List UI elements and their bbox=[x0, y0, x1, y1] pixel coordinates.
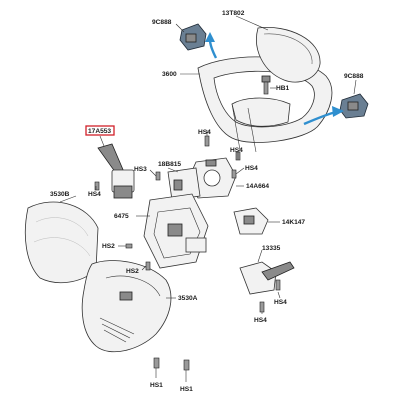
screw-hs2-a bbox=[125, 243, 133, 249]
connector-14k147 bbox=[233, 207, 269, 235]
leader-lines bbox=[59, 15, 357, 382]
label-6475: 6475 bbox=[114, 213, 129, 220]
label-hs4-e: HS4 bbox=[274, 299, 287, 306]
screw-hs4-f bbox=[259, 301, 265, 313]
upper-shroud-3530b bbox=[24, 201, 99, 284]
label-3530b: 3530B bbox=[50, 191, 70, 198]
lower-shroud-3530a bbox=[81, 260, 172, 353]
arrow-head-right bbox=[332, 106, 344, 117]
label-14a664: 14A664 bbox=[246, 183, 269, 190]
steering-column-6475 bbox=[143, 193, 209, 269]
label-17a553: 17A553 bbox=[88, 128, 111, 135]
screw-hs4-d bbox=[231, 169, 237, 179]
column-switch-18b815 bbox=[167, 167, 201, 201]
screw-hs1-a bbox=[153, 357, 160, 369]
label-9c888-right: 9C888 bbox=[344, 73, 364, 80]
label-hb1: HB1 bbox=[276, 85, 290, 92]
switch-9c888-top bbox=[179, 23, 207, 51]
label-hs4-f: HS4 bbox=[254, 317, 267, 324]
arrow-head-top bbox=[205, 32, 215, 42]
airbag-module bbox=[256, 26, 321, 83]
label-hs4-c: HS4 bbox=[230, 147, 243, 154]
label-hs1-b: HS1 bbox=[180, 386, 193, 393]
label-14k147: 14K147 bbox=[282, 219, 305, 226]
label-hs1-a: HS1 bbox=[150, 382, 163, 389]
arrow-to-9c888-top bbox=[208, 39, 218, 59]
label-hs2-b: HS2 bbox=[126, 268, 139, 275]
label-3530a: 3530A bbox=[178, 295, 198, 302]
label-hs4-b: HS4 bbox=[198, 129, 211, 136]
screw-hs4-b bbox=[204, 135, 210, 147]
screw-hs3 bbox=[155, 171, 161, 181]
switch-13335 bbox=[239, 261, 295, 295]
screw-hs2-b bbox=[145, 261, 151, 271]
wiper-stalk-switch bbox=[97, 143, 135, 199]
label-13335: 13335 bbox=[262, 245, 281, 252]
label-hs2-a: HS2 bbox=[102, 243, 115, 250]
label-3600: 3600 bbox=[162, 71, 177, 78]
shroud-grille bbox=[99, 317, 135, 343]
screw-hs4-a bbox=[94, 181, 100, 191]
label-9c888-top: 9C888 bbox=[152, 19, 172, 26]
label-hs4-d: HS4 bbox=[245, 165, 258, 172]
switch-9c888-right bbox=[339, 93, 369, 119]
screw-hs1-b bbox=[183, 359, 190, 371]
highlight-box-17a553 bbox=[85, 125, 115, 136]
label-hs4-a: HS4 bbox=[88, 191, 101, 198]
label-hs3: HS3 bbox=[134, 166, 147, 173]
label-18b815: 18B815 bbox=[158, 161, 181, 168]
hb1-bolt bbox=[261, 75, 271, 95]
label-13t802: 13T802 bbox=[222, 10, 245, 17]
screw-hs4-e bbox=[275, 279, 281, 291]
